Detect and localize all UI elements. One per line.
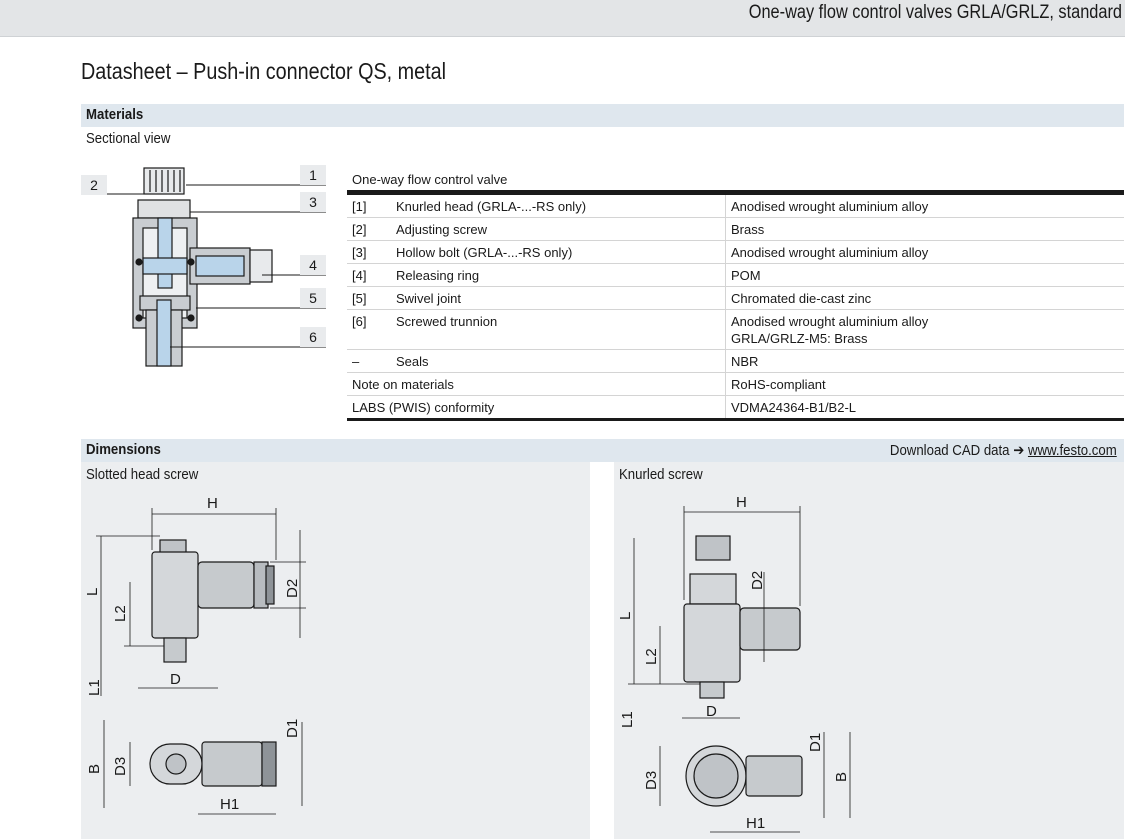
callout-1: 1 xyxy=(300,165,326,185)
slotted-dim-lines xyxy=(96,508,306,815)
dim-label-D3: D3 xyxy=(643,771,660,790)
table-row: [1] Knurled head (GRLA-...-RS only) Anod… xyxy=(347,192,1124,218)
materials-table: One-way flow control valve [1] Knurled h… xyxy=(347,167,1124,421)
dim-label-L: L xyxy=(84,588,101,596)
dim-label-D: D xyxy=(706,703,717,720)
slotted-head-top-view xyxy=(149,741,277,787)
table-row: [2] Adjusting screw Brass xyxy=(347,217,1124,241)
part-name: Hollow bolt (GRLA-...-RS only) xyxy=(391,240,726,264)
header-bar: One-way flow control valves GRLA/GRLZ, s… xyxy=(0,0,1125,37)
callout-2: 2 xyxy=(81,175,107,195)
callout-3: 3 xyxy=(300,192,326,212)
part-material: Anodised wrought aluminium alloy GRLA/GR… xyxy=(725,309,1124,350)
header-title: One-way flow control valves GRLA/GRLZ, s… xyxy=(748,2,1122,23)
callout-5: 5 xyxy=(300,288,326,308)
dim-label-D: D xyxy=(170,671,181,688)
dim-label-L2: L2 xyxy=(112,605,129,622)
dim-label-L2: L2 xyxy=(643,648,660,665)
materials-heading: Materials xyxy=(86,106,144,123)
labs-label: LABS (PWIS) conformity xyxy=(347,395,726,421)
dimensions-section-bar: Dimensions Download CAD data ➔ www.festo… xyxy=(81,439,1124,462)
dim-label-D2: D2 xyxy=(284,579,301,598)
part-name: Adjusting screw xyxy=(391,217,726,241)
note-label: Note on materials xyxy=(347,372,726,396)
dim-label-D1: D1 xyxy=(807,733,824,752)
part-name: Seals xyxy=(391,349,726,373)
callout-4: 4 xyxy=(300,255,326,275)
dim-label-B: B xyxy=(833,772,850,782)
part-number: [1] xyxy=(352,199,367,214)
slotted-head-title: Slotted head screw xyxy=(86,466,199,483)
dim-label-D3: D3 xyxy=(112,757,129,776)
part-number: [5] xyxy=(347,286,391,310)
materials-section-bar: Materials xyxy=(81,104,1124,127)
dim-label-H: H xyxy=(207,495,218,512)
table-row: – Seals NBR xyxy=(347,349,1124,373)
dimensions-heading: Dimensions xyxy=(86,441,161,458)
page-title: Datasheet – Push-in connector QS, metal xyxy=(81,58,447,84)
table-row: [4] Releasing ring POM xyxy=(347,263,1124,287)
dim-label-H1: H1 xyxy=(746,815,765,832)
dim-label-H1: H1 xyxy=(220,796,239,813)
part-name: Knurled head (GRLA-...-RS only) xyxy=(396,199,587,214)
part-name: Swivel joint xyxy=(391,286,726,310)
part-material: POM xyxy=(725,263,1124,287)
part-material: NBR xyxy=(725,349,1124,373)
callout-6: 6 xyxy=(300,327,326,347)
dim-label-D2: D2 xyxy=(749,571,766,590)
part-number: [6] xyxy=(347,309,391,350)
part-number: [2] xyxy=(347,217,391,241)
part-material: Chromated die-cast zinc xyxy=(725,286,1124,310)
dim-label-L1: L1 xyxy=(86,679,103,696)
download-cad: Download CAD data ➔ www.festo.com xyxy=(890,441,1117,459)
sectional-view-label: Sectional view xyxy=(86,130,171,147)
part-material: Anodised wrought aluminium alloy xyxy=(725,240,1124,264)
part-material-line-2: GRLA/GRLZ-M5: Brass xyxy=(731,331,868,346)
knurled-front-view xyxy=(683,535,801,699)
labs-value: VDMA24364-B1/B2-L xyxy=(725,395,1124,421)
dim-label-H: H xyxy=(736,494,747,511)
part-number: [3] xyxy=(347,240,391,264)
table-row: [6] Screwed trunnion Anodised wrought al… xyxy=(347,309,1124,350)
part-number: – xyxy=(347,349,391,373)
part-name: Releasing ring xyxy=(391,263,726,287)
dim-label-D1: D1 xyxy=(284,719,301,738)
arrow-right-icon: ➔ xyxy=(1013,442,1025,459)
table-row: [3] Hollow bolt (GRLA-...-RS only) Anodi… xyxy=(347,240,1124,264)
knurled-dim-lines xyxy=(628,506,851,833)
table-row: LABS (PWIS) conformity VDMA24364-B1/B2-L xyxy=(347,395,1124,421)
dim-label-L: L xyxy=(617,612,634,620)
dim-label-B: B xyxy=(86,764,103,774)
knurled-top-view xyxy=(685,745,803,807)
festo-link[interactable]: www.festo.com xyxy=(1028,442,1117,459)
slotted-head-front-view xyxy=(151,539,275,663)
part-material: Brass xyxy=(725,217,1124,241)
note-value: RoHS-compliant xyxy=(725,372,1124,396)
part-material: Anodised wrought aluminium alloy xyxy=(725,192,1124,218)
table-row: Note on materials RoHS-compliant xyxy=(347,372,1124,396)
table-heading: One-way flow control valve xyxy=(347,167,1124,195)
table-row: [5] Swivel joint Chromated die-cast zinc xyxy=(347,286,1124,310)
knurled-screw-title: Knurled screw xyxy=(619,466,703,483)
part-name: Screwed trunnion xyxy=(391,309,726,350)
download-text: Download CAD data xyxy=(890,442,1010,459)
dim-label-L1: L1 xyxy=(619,711,636,728)
part-number: [4] xyxy=(347,263,391,287)
part-material-line-1: Anodised wrought aluminium alloy xyxy=(731,314,929,329)
